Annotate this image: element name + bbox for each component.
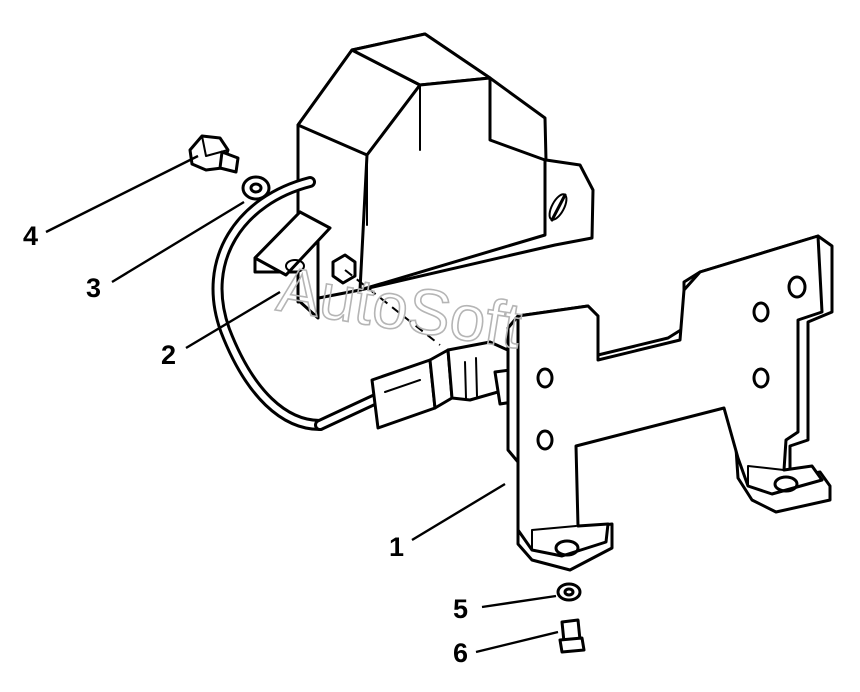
bolt-upper <box>188 134 240 174</box>
washer-upper <box>241 175 271 201</box>
mounting-plate <box>506 234 834 572</box>
callout-2: 2 <box>161 340 176 370</box>
callout-1: 1 <box>389 532 404 562</box>
callout-4: 4 <box>23 221 38 251</box>
leader-lines <box>45 154 559 654</box>
wire-harness <box>211 176 441 431</box>
screw-lower <box>558 618 586 654</box>
callout-3: 3 <box>86 273 101 303</box>
callout-5: 5 <box>453 594 468 624</box>
upper-bracket <box>253 32 595 320</box>
washer-lower <box>556 582 582 602</box>
callout-6: 6 <box>453 638 468 668</box>
